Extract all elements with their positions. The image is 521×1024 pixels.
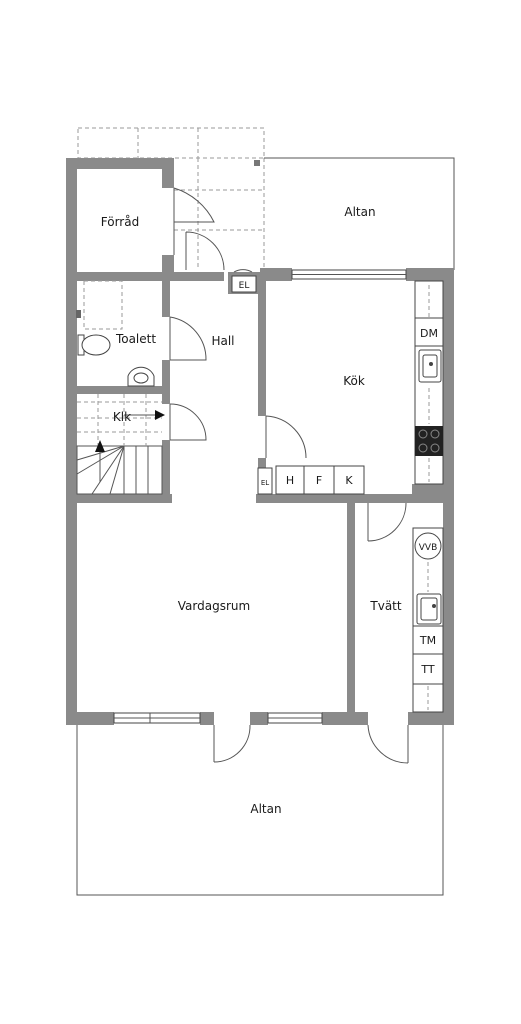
room-label-vardagsrum: Vardagsrum xyxy=(178,599,250,613)
room-label-forrad: Förråd xyxy=(101,215,139,229)
room-label-kok: Kök xyxy=(343,374,365,388)
toilet-fixtures xyxy=(76,280,155,387)
kitchen-counter xyxy=(414,280,444,485)
room-label-altan-top: Altan xyxy=(344,205,375,219)
fixture-label-el-mid: EL xyxy=(261,479,269,487)
fixture-label-vvb: VVB xyxy=(419,543,438,553)
room-label-hall: Hall xyxy=(211,334,234,348)
fixture-label-h: H xyxy=(286,474,294,487)
fixture-label-dm: DM xyxy=(420,327,438,340)
room-label-altan-bottom: Altan xyxy=(250,802,281,816)
room-label-klk: Klk xyxy=(113,410,131,424)
fixture-label-k: K xyxy=(345,474,353,487)
walls xyxy=(66,158,454,725)
altan-bottom-area xyxy=(76,725,444,896)
doors xyxy=(169,187,409,764)
room-label-toalett: Toalett xyxy=(115,332,156,346)
stairs xyxy=(76,394,165,495)
laundry-counter xyxy=(412,527,444,713)
fixture-label-tm: TM xyxy=(419,634,436,647)
appliance-row xyxy=(231,275,365,495)
room-label-tvatt: Tvätt xyxy=(369,599,401,613)
fixture-label-el-top: EL xyxy=(239,281,250,291)
fixture-label-f: F xyxy=(316,474,322,487)
windows xyxy=(113,269,407,724)
top-pergola xyxy=(77,127,265,270)
altan-top-area xyxy=(254,157,455,270)
fixture-label-tt: TT xyxy=(420,663,435,676)
